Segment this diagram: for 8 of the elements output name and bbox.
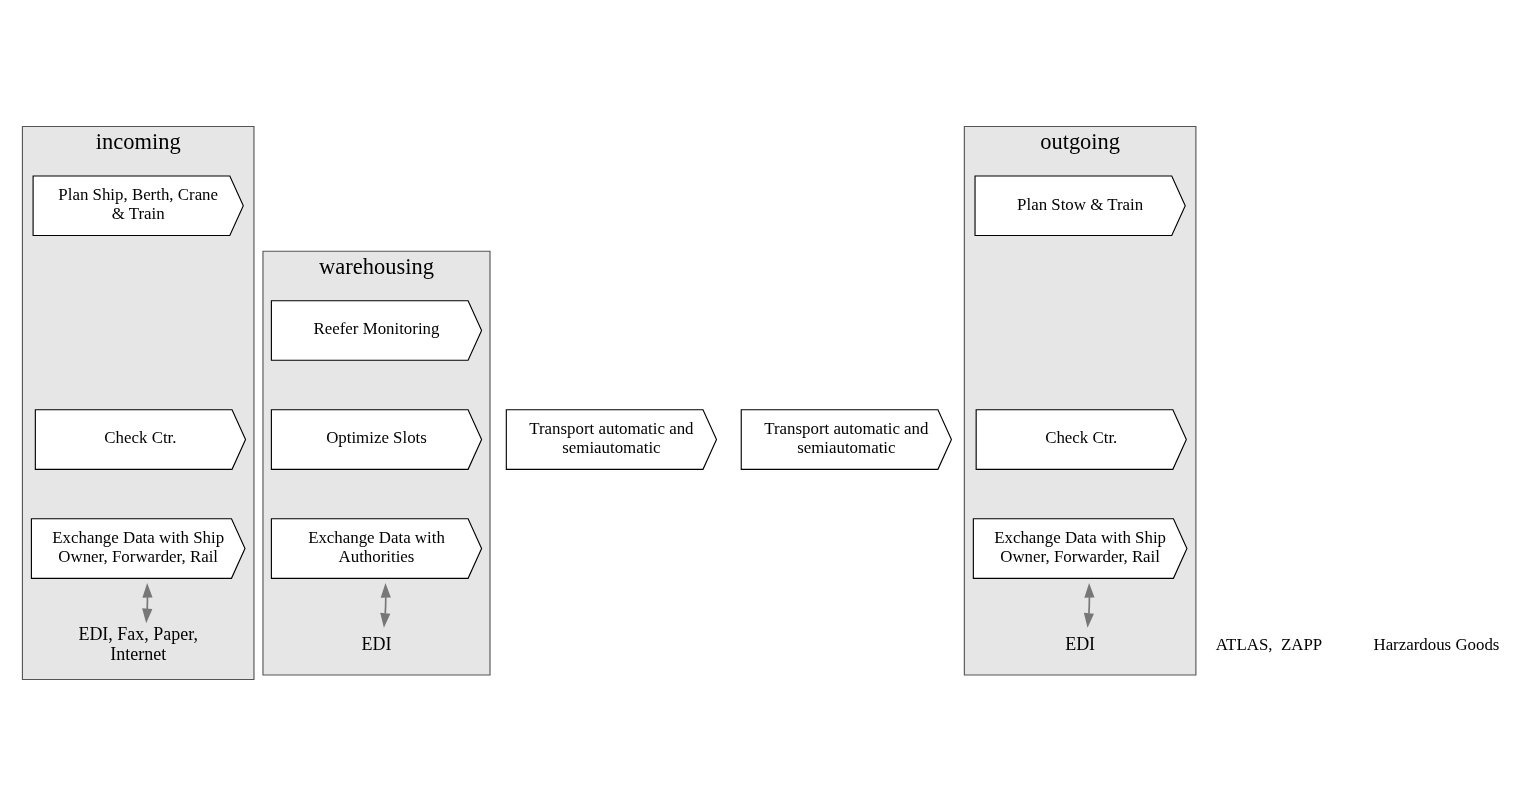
node-text: EDI, Fax, Paper, Internet — [78, 623, 198, 665]
label: Harzardous Goods — [1373, 634, 1500, 654]
label: ATLAS, ZAPP — [1215, 634, 1323, 654]
node-text: EDI — [1065, 634, 1096, 655]
arrow — [142, 583, 153, 624]
arrow — [1083, 583, 1095, 628]
arrow — [380, 583, 391, 628]
node-text: EDI — [361, 634, 392, 655]
